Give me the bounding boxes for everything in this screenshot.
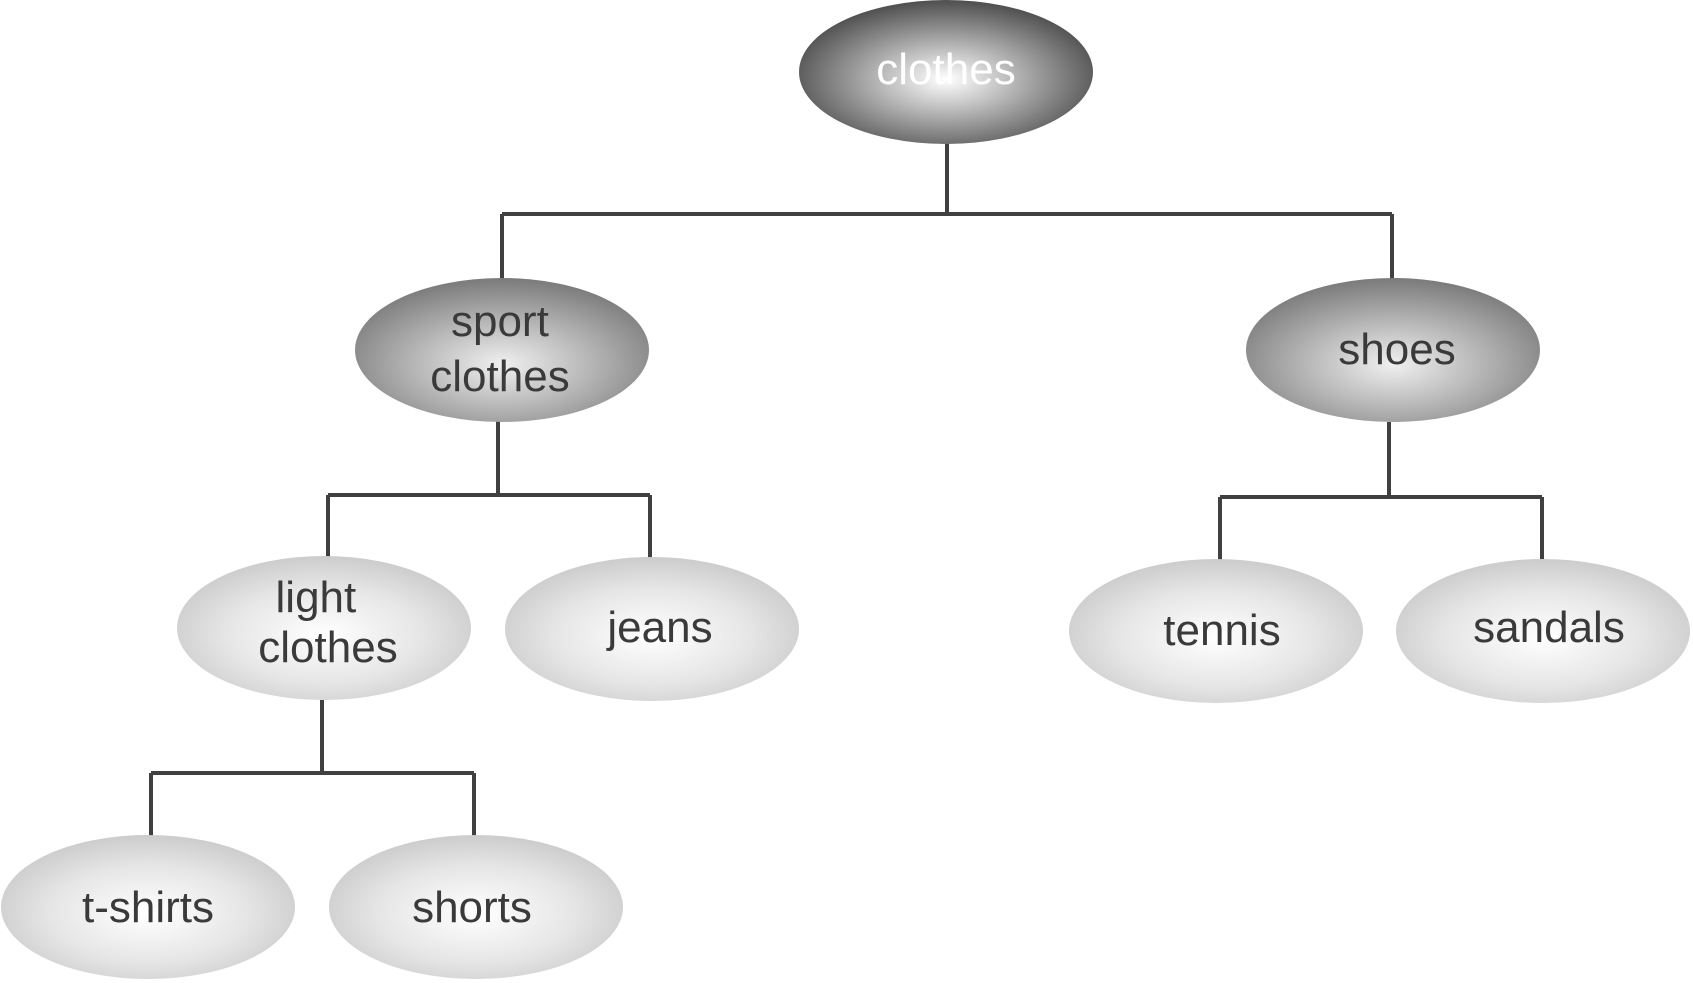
connector-shoes-to-children bbox=[1218, 422, 1544, 562]
node-tennis-shape bbox=[1069, 559, 1363, 703]
node-t-shirts-shape bbox=[1, 835, 295, 979]
node-light-clothes-label-line-1: light bbox=[276, 573, 357, 622]
node-shoes-label: shoes bbox=[1338, 325, 1455, 374]
node-sandals-shape bbox=[1396, 559, 1690, 703]
node-sandals: sandals bbox=[1396, 559, 1690, 703]
node-light-clothes-label: light clothes bbox=[258, 573, 397, 672]
node-jeans: jeans bbox=[505, 557, 799, 701]
node-shorts: shorts bbox=[329, 835, 623, 979]
node-clothes-label: clothes bbox=[876, 45, 1015, 94]
node-t-shirts: t-shirts bbox=[1, 835, 295, 979]
node-clothes: clothes bbox=[799, 0, 1093, 144]
node-sandals-label: sandals bbox=[1473, 603, 1625, 652]
node-shoes: shoes bbox=[1246, 278, 1540, 422]
connector-clothes-to-children bbox=[500, 140, 1394, 280]
node-sport-clothes-label-line-1: sport bbox=[451, 297, 549, 346]
node-tennis-label: tennis bbox=[1163, 606, 1280, 655]
node-sport-clothes-label: sport clothes bbox=[430, 297, 569, 401]
connector-light-clothes-to-children bbox=[149, 700, 476, 838]
node-jeans-label: jeans bbox=[605, 603, 712, 652]
node-sport-clothes: sport clothes bbox=[355, 278, 649, 422]
node-sport-clothes-shape bbox=[355, 278, 649, 422]
node-light-clothes-shape bbox=[177, 556, 471, 700]
node-jeans-shape bbox=[505, 557, 799, 701]
node-light-clothes: light clothes bbox=[177, 556, 471, 700]
node-shorts-label: shorts bbox=[412, 883, 532, 932]
node-t-shirts-label: t-shirts bbox=[82, 883, 214, 932]
node-tennis: tennis bbox=[1069, 559, 1363, 703]
connector-sport-clothes-to-children bbox=[326, 420, 652, 560]
node-clothes-shape bbox=[799, 0, 1093, 144]
connectors bbox=[149, 140, 1544, 838]
node-shorts-shape bbox=[329, 835, 623, 979]
node-sport-clothes-label-line-2: clothes bbox=[430, 352, 569, 401]
node-light-clothes-label-line-2: clothes bbox=[258, 623, 397, 672]
node-shoes-shape bbox=[1246, 278, 1540, 422]
